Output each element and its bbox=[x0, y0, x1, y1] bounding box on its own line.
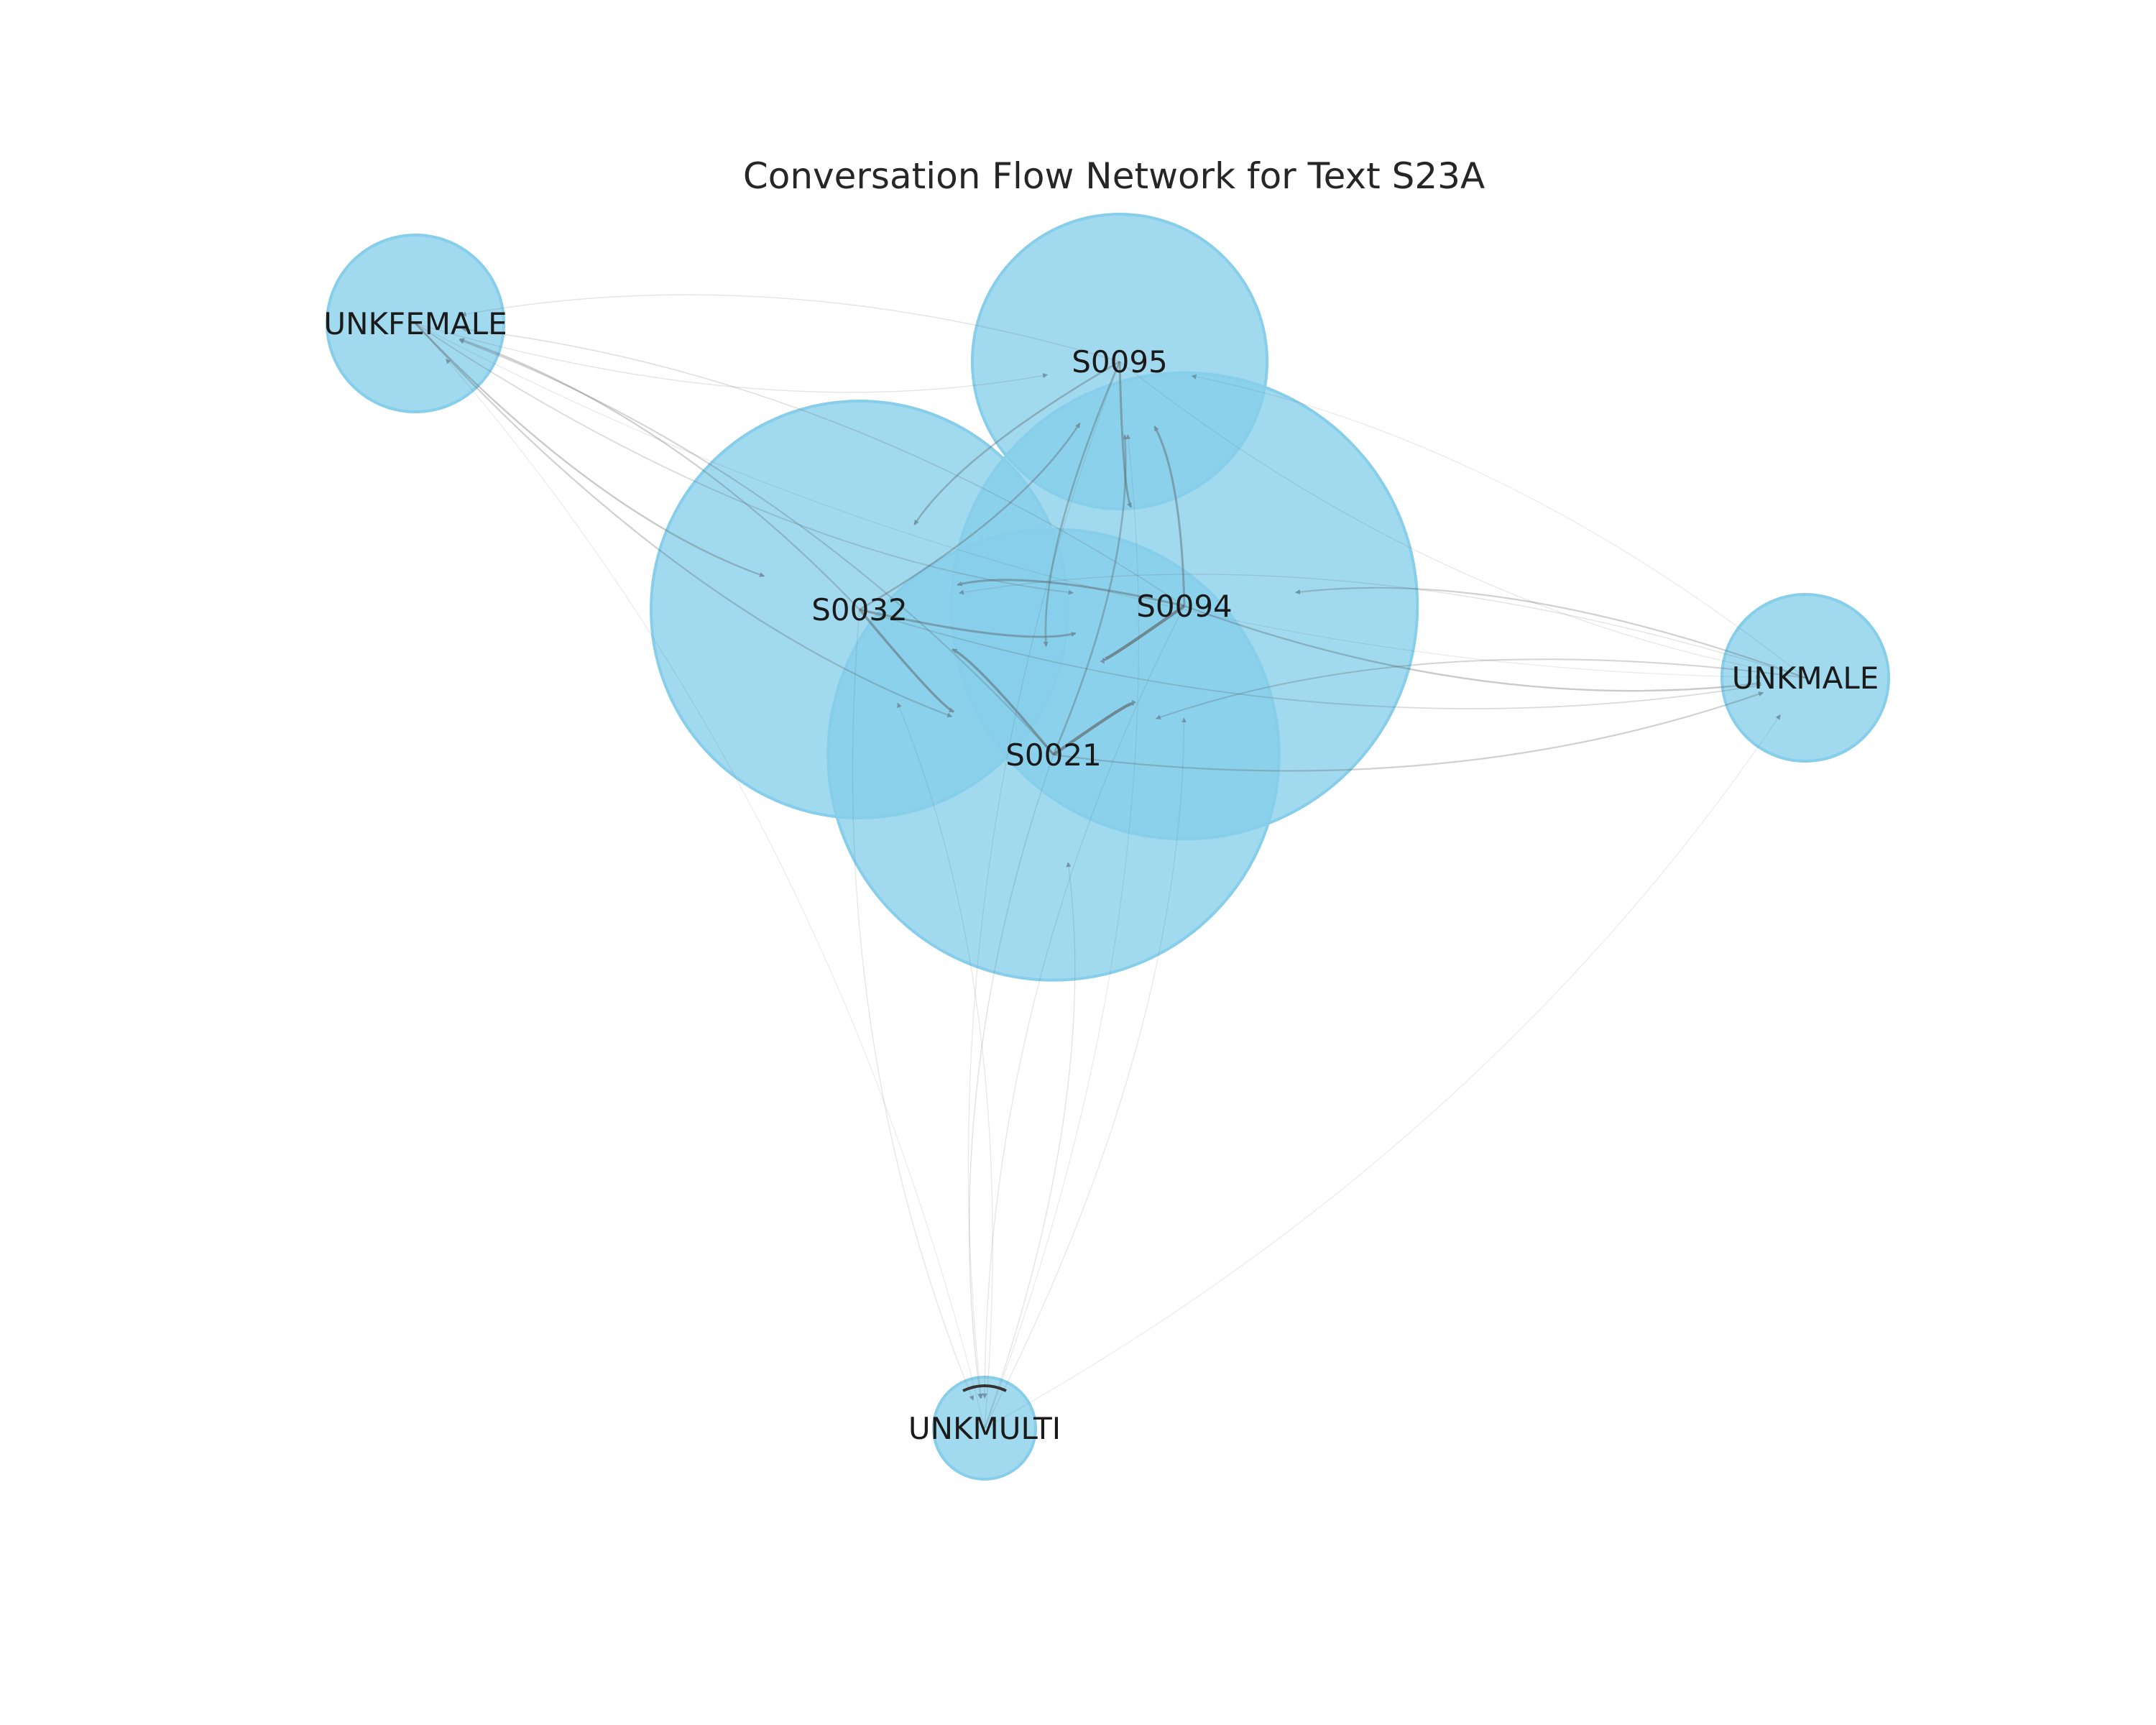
edge-s0095-to-unkmale bbox=[1119, 361, 1762, 671]
edge-s0032-to-s0095 bbox=[859, 423, 1081, 611]
node-layer bbox=[325, 212, 1890, 1481]
edge-s0095-to-unkmulti bbox=[967, 361, 1120, 1399]
node-unkmulti bbox=[931, 1375, 1038, 1481]
edge-unkmulti-to-unkmale bbox=[984, 714, 1781, 1429]
edge-s0021-to-s0094 bbox=[1052, 699, 1137, 756]
edge-s0021-to-s0032 bbox=[952, 648, 1055, 756]
edge-s0094-to-s0095 bbox=[1153, 426, 1186, 607]
edge-unkfemale-to-s0095 bbox=[415, 323, 1049, 393]
edge-unkmulti-to-s0032 bbox=[897, 702, 993, 1429]
edge-s0032-to-unkmulti bbox=[852, 609, 975, 1401]
edge-unkmulti-to-unkfemale bbox=[446, 358, 985, 1429]
edge-s0095-to-s0021 bbox=[1043, 361, 1121, 647]
edge-unkmale-to-s0094 bbox=[1295, 586, 1806, 679]
edge-unkmale-to-s0021 bbox=[1155, 658, 1806, 720]
node-label-s0095: S0095 bbox=[1072, 344, 1168, 380]
edge-s0021-to-s0095 bbox=[1052, 434, 1128, 755]
edge-s0032-to-s0094 bbox=[859, 608, 1077, 638]
edge-s0032-to-s0021 bbox=[858, 608, 954, 713]
edge-s0032-to-unkmale bbox=[859, 609, 1762, 709]
node-label-s0021: S0021 bbox=[1005, 737, 1102, 773]
edge-s0094-to-s0032 bbox=[957, 579, 1185, 607]
edge-unkmulti-to-s0095 bbox=[984, 433, 1140, 1429]
edge-s0094-to-unkfemale bbox=[461, 326, 1185, 607]
edge-s0095-to-s0094 bbox=[1118, 361, 1133, 508]
node-label-s0094: S0094 bbox=[1136, 589, 1233, 624]
edge-unkmale-to-s0032 bbox=[958, 574, 1806, 678]
edge-s0032-to-unkfemale bbox=[459, 338, 860, 610]
node-label-unkmale: UNKMALE bbox=[1732, 661, 1879, 696]
edge-s0095-to-s0032 bbox=[913, 360, 1120, 525]
node-unkmale bbox=[1720, 593, 1890, 763]
edge-unkmulti-to-s0094 bbox=[984, 717, 1187, 1429]
edge-unkfemale-to-unkmale bbox=[415, 323, 1761, 680]
edge-s0094-to-s0021 bbox=[1100, 604, 1186, 664]
edge-s0094-to-unkmale bbox=[1184, 604, 1761, 692]
node-unkfemale bbox=[325, 233, 506, 414]
node-label-s0032: S0032 bbox=[811, 592, 908, 627]
edge-unkfemale-to-s0094 bbox=[415, 323, 1074, 595]
edge-unkfemale-to-s0032 bbox=[415, 323, 765, 577]
edge-s0021-to-unkmulti bbox=[968, 754, 1054, 1399]
edge-unkmulti-to-s0021 bbox=[984, 862, 1076, 1429]
node-label-unkmulti: UNKMULTI bbox=[908, 1411, 1061, 1446]
edge-s0095-to-unkfemale bbox=[461, 294, 1120, 362]
edge-s0094-to-unkmulti bbox=[982, 605, 1185, 1399]
edge-s0021-to-unkfemale bbox=[459, 339, 1054, 755]
figure-title: Conversation Flow Network for Text S23A bbox=[743, 155, 1485, 197]
edge-layer bbox=[415, 294, 1806, 1429]
edge-unkmale-to-s0095 bbox=[1191, 374, 1806, 678]
edge-s0021-to-unkmale bbox=[1053, 691, 1764, 772]
edge-unkmulti-self-loop bbox=[962, 1384, 1007, 1392]
node-label-unkfemale: UNKFEMALE bbox=[323, 306, 507, 341]
edge-unkfemale-to-s0021 bbox=[415, 323, 953, 718]
